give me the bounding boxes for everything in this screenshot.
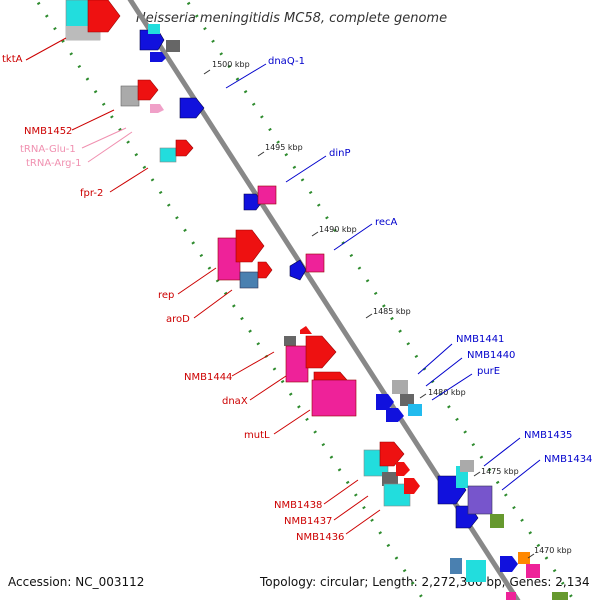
gene-bottom-partial (450, 552, 568, 600)
gene-recA (289, 253, 325, 281)
gene-NMB1434 (460, 460, 504, 528)
tick-1470: 1470 kbp (534, 546, 572, 555)
gene-tktA (65, 0, 121, 41)
tick-1490: 1490 kbp (319, 225, 357, 234)
gene-dinP (243, 185, 277, 211)
tick-1500: 1500 kbp (212, 60, 250, 69)
label-mutL: mutL (244, 430, 270, 441)
right-gene-labels: dnaQ-1 dinP recA NMB1441 NMB1440 purE NM… (225, 56, 592, 491)
tick-dots-inner (34, 0, 426, 600)
label-NMB1452: NMB1452 (24, 126, 72, 137)
label-tRNA-Glu-1: tRNA-Glu-1 (20, 144, 76, 155)
label-tktA: tktA (2, 54, 23, 65)
label-NMB1437: NMB1437 (284, 516, 332, 527)
tick-1495: 1495 kbp (265, 143, 303, 152)
label-fpr-2: fpr-2 (80, 188, 103, 199)
gene-dnaQ-1 (139, 24, 205, 119)
tick-1485: 1485 kbp (373, 307, 411, 316)
label-NMB1438: NMB1438 (274, 500, 322, 511)
tick-1480: 1480 kbp (428, 388, 466, 397)
gene-NMB1436 (383, 478, 420, 507)
label-dnaQ-1: dnaQ-1 (268, 56, 305, 67)
label-aroD: aroD (166, 314, 190, 325)
left-gene-labels: tktA NMB1452 tRNA-Glu-1 tRNA-Arg-1 fpr-2… (2, 37, 381, 543)
gene-fpr-2 (159, 139, 194, 163)
gene-NMB1441 (392, 380, 414, 406)
gene-aroD (239, 261, 273, 289)
label-dinP: dinP (329, 148, 351, 159)
label-NMB1440: NMB1440 (467, 350, 515, 361)
gene-purE (408, 404, 422, 416)
gene-NMB1438 (363, 441, 405, 477)
gene-NMB1437 (382, 462, 410, 486)
gene-rep (217, 229, 265, 281)
gene-mutL (311, 379, 357, 417)
label-tRNA-Arg-1: tRNA-Arg-1 (26, 158, 81, 169)
label-NMB1436: NMB1436 (296, 532, 344, 543)
label-NMB1434: NMB1434 (544, 454, 592, 465)
label-rep: rep (158, 290, 174, 301)
label-NMB1435: NMB1435 (524, 430, 572, 441)
gene-NMB1444 (284, 326, 337, 383)
label-purE: purE (477, 366, 500, 377)
scale-ticks: 1500 kbp 1495 kbp 1490 kbp 1485 kbp 1480… (203, 60, 572, 559)
label-NMB1444: NMB1444 (184, 372, 232, 383)
label-recA: recA (375, 217, 398, 228)
label-dnaX: dnaX (222, 396, 248, 407)
tick-1475: 1475 kbp (481, 467, 519, 476)
map-title: Neisseria meningitidis MC58, complete ge… (136, 11, 447, 26)
label-NMB1441: NMB1441 (456, 334, 504, 345)
gene-NMB1452 (120, 79, 159, 107)
gene-tRNA (150, 104, 164, 113)
gene-NMB1440 (376, 394, 404, 422)
accession-text: Accession: NC_003112 (8, 575, 144, 589)
genome-summary-text: Topology: circular; Length: 2,272,360 bp… (259, 575, 590, 589)
